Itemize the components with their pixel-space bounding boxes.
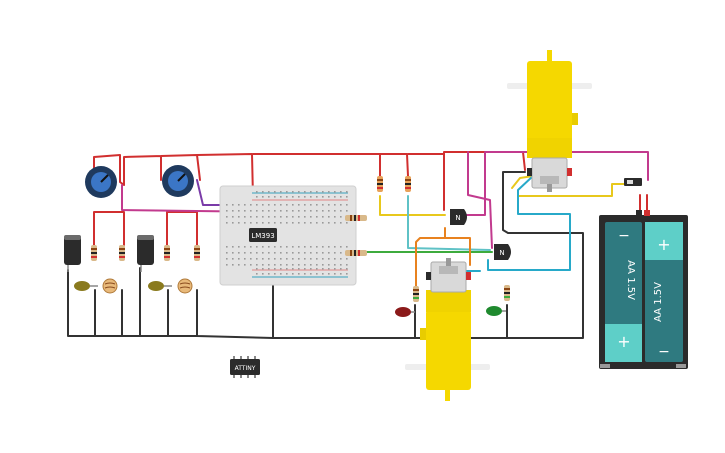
wire-red-lower-left[interactable] [93, 211, 198, 246]
resistors [91, 176, 510, 302]
battery-cell-2-plus: + [657, 235, 670, 254]
attiny-label: ATTINY [235, 365, 256, 372]
battery-pack[interactable]: − + AA 1.5V + − AA 1.5V [599, 210, 688, 369]
wire-cyan-res2[interactable] [407, 195, 491, 251]
wire-yellow-motor[interactable] [511, 175, 631, 197]
transistor-2[interactable]: N [494, 244, 511, 260]
wire-magenta-n2[interactable] [467, 151, 493, 249]
wire-red-to-motor[interactable] [443, 151, 526, 171]
capacitor-2[interactable] [137, 235, 154, 272]
resistor-5[interactable] [377, 176, 383, 192]
led-green[interactable] [486, 306, 506, 316]
photoresistor-1[interactable] [102, 278, 118, 294]
battery-cell-1-label: AA 1.5V [625, 260, 636, 300]
attiny-chip[interactable]: ATTINY [230, 356, 260, 378]
wire-red-top-rail[interactable] [93, 153, 445, 211]
battery-cell-1-plus: + [617, 332, 630, 351]
resistor-8[interactable] [345, 250, 367, 256]
breadboard-holes [226, 191, 348, 275]
wire-yellow-res1[interactable] [379, 195, 446, 216]
capacitor-1[interactable] [64, 235, 81, 272]
resistor-3[interactable] [164, 245, 170, 261]
slide-switch[interactable] [624, 178, 642, 186]
potentiometer-1[interactable] [85, 166, 117, 198]
battery-cell-2-minus: − [658, 344, 670, 360]
transistor-2-label: N [499, 249, 504, 257]
battery-cell-2-label: AA 1.5V [653, 282, 664, 322]
led-red[interactable] [395, 307, 415, 317]
resistor-7[interactable] [345, 215, 367, 221]
resistor-1[interactable] [91, 245, 97, 261]
wire-orange[interactable] [415, 227, 471, 288]
transistor-1-label: N [455, 214, 460, 222]
lm393-label: LM393 [251, 232, 274, 240]
wire-cyan-right[interactable] [487, 175, 571, 271]
resistor-4[interactable] [194, 245, 200, 261]
photoresistor-2[interactable] [177, 278, 193, 294]
dc-motor-bottom[interactable] [405, 258, 490, 401]
transistor-1[interactable]: N [450, 209, 467, 225]
resistor-10[interactable] [504, 285, 510, 301]
led-olive-2[interactable] [148, 281, 172, 291]
breadboard: LM393 [219, 185, 357, 286]
resistor-6[interactable] [405, 176, 411, 192]
resistor-9[interactable] [413, 286, 419, 302]
lm393-chip[interactable] [249, 228, 277, 242]
led-olive-1[interactable] [74, 281, 98, 291]
resistor-2[interactable] [119, 245, 125, 261]
dc-motor-top[interactable] [507, 50, 592, 192]
potentiometer-2[interactable] [162, 165, 194, 197]
battery-cell-1-minus: − [618, 228, 630, 244]
